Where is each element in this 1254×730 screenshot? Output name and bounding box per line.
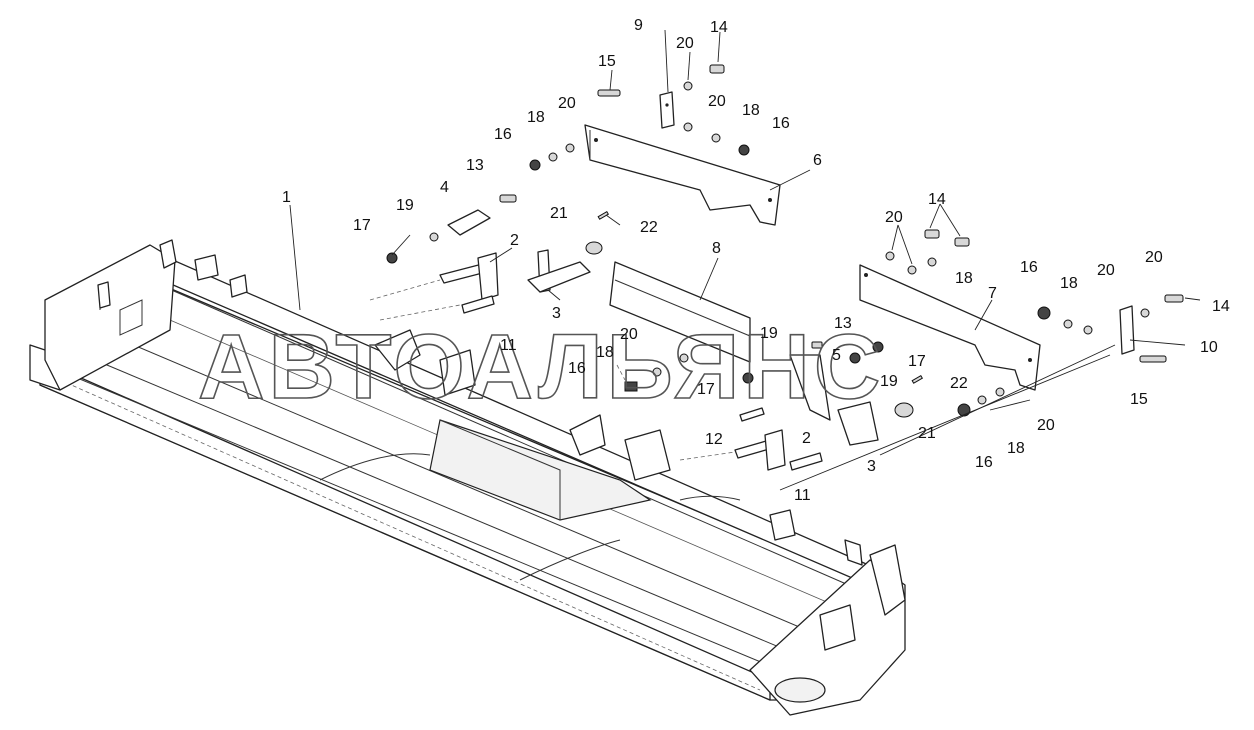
callout-17: 17 <box>697 381 715 398</box>
callout-20: 20 <box>708 93 726 110</box>
callout-13: 13 <box>466 157 484 174</box>
hardware-center <box>616 353 754 392</box>
callout-19: 19 <box>880 373 898 390</box>
callout-10: 10 <box>1200 339 1218 356</box>
callout-5: 5 <box>832 347 841 364</box>
callout-21: 21 <box>550 205 568 222</box>
callout-19: 19 <box>760 325 778 342</box>
callout-16: 16 <box>494 126 512 143</box>
callout-13: 13 <box>834 315 852 332</box>
callout-18: 18 <box>1007 440 1025 457</box>
bracket-9 <box>659 91 675 129</box>
callout-2: 2 <box>802 430 811 447</box>
callout-17: 17 <box>353 217 371 234</box>
callout-8: 8 <box>712 240 721 257</box>
guide-plate-side <box>859 264 1041 391</box>
callout-16: 16 <box>772 115 790 132</box>
callout-20: 20 <box>620 326 638 343</box>
callout-15: 15 <box>1130 391 1148 408</box>
callout-18: 18 <box>527 109 545 126</box>
callout-7: 7 <box>988 285 997 302</box>
callout-6: 6 <box>813 152 822 169</box>
hardware-top <box>386 64 750 264</box>
callout-1: 1 <box>282 189 291 206</box>
callout-11: 11 <box>794 487 811 504</box>
callout-21: 21 <box>918 425 936 442</box>
callout-18: 18 <box>596 344 614 361</box>
callout-20: 20 <box>1145 249 1163 266</box>
callout-22: 22 <box>640 219 658 236</box>
plate-4 <box>447 209 491 236</box>
callout-4: 4 <box>440 179 449 196</box>
main-frame <box>29 239 906 716</box>
callout-18: 18 <box>955 270 973 287</box>
callout-labels: 1 2 2 3 3 4 5 6 7 8 9 10 11 11 12 13 13 … <box>282 17 1230 504</box>
callout-11: 11 <box>500 337 517 354</box>
callout-20: 20 <box>676 35 694 52</box>
watermark-text: АВТОАЛЬЯНС <box>198 316 884 418</box>
callout-22: 22 <box>950 375 968 392</box>
channel-bar <box>609 261 751 363</box>
callout-18: 18 <box>742 102 760 119</box>
callout-15: 15 <box>598 53 616 70</box>
callout-9: 9 <box>634 17 643 34</box>
callout-20: 20 <box>885 209 903 226</box>
callout-19: 19 <box>396 197 414 214</box>
callout-16: 16 <box>1020 259 1038 276</box>
callout-14: 14 <box>928 191 946 208</box>
leader-lines <box>289 29 1201 491</box>
hinge-assembly-left <box>369 241 603 321</box>
bracket-5 <box>789 354 831 421</box>
callout-20: 20 <box>1037 417 1055 434</box>
hinge-assembly-right <box>679 401 914 471</box>
bracket-10 <box>1119 305 1135 355</box>
callout-18: 18 <box>1060 275 1078 292</box>
callout-20: 20 <box>558 95 576 112</box>
callout-16: 16 <box>975 454 993 471</box>
callout-12: 12 <box>705 431 723 448</box>
callout-2: 2 <box>510 232 519 249</box>
callout-20: 20 <box>1097 262 1115 279</box>
callout-3: 3 <box>552 305 561 322</box>
callout-17: 17 <box>908 353 926 370</box>
callout-16: 16 <box>568 360 586 377</box>
hardware-right <box>811 229 1184 417</box>
guide-plate-upper <box>584 124 781 226</box>
callout-14: 14 <box>710 19 728 36</box>
callout-3: 3 <box>867 458 876 475</box>
callout-14: 14 <box>1212 298 1230 315</box>
